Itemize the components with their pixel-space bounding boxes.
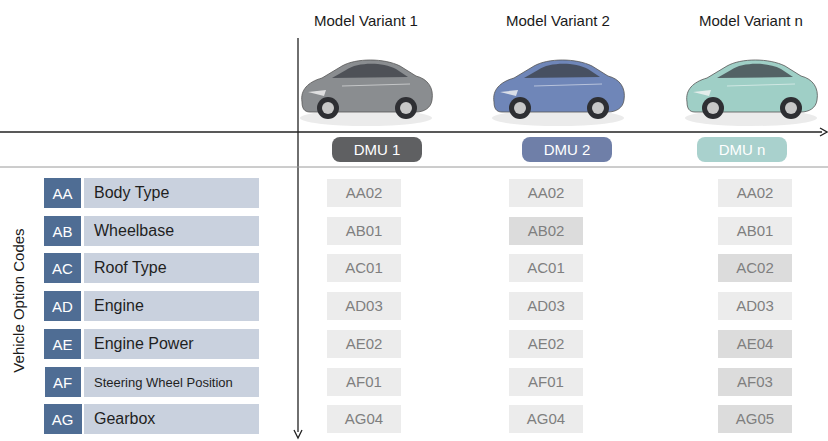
table-cell: AD03 (327, 292, 401, 320)
table-cell: AG04 (327, 405, 401, 433)
table-cell: AA02 (509, 179, 583, 207)
dmu-pill: DMU 2 (522, 137, 612, 162)
option-name-box: Body Type (84, 178, 259, 208)
column-header: Model Variant 1 (314, 12, 418, 29)
table-cell: AG05 (718, 405, 792, 433)
code-badge-text: AA (52, 185, 72, 202)
option-name-box: Engine (84, 291, 259, 321)
code-badge: AC (44, 253, 81, 283)
option-name-box: Roof Type (84, 253, 259, 283)
table-cell: AB01 (327, 217, 401, 245)
code-badge-text: AG (52, 411, 74, 428)
table-cell: AF03 (718, 368, 792, 396)
table-cell: AB02 (509, 217, 583, 245)
table-cell: AE04 (718, 330, 792, 358)
option-name-box-text: Gearbox (94, 410, 155, 428)
table-cell: AF01 (509, 368, 583, 396)
table-cell: AE02 (327, 330, 401, 358)
column-header: Model Variant n (699, 12, 803, 29)
column-header: Model Variant 2 (506, 12, 610, 29)
option-name-box-text: Engine Power (94, 335, 194, 353)
code-badge: AE (44, 329, 81, 359)
table-cell: AA02 (327, 179, 401, 207)
code-badge: AA (44, 178, 81, 208)
option-name-box: Wheelbase (84, 216, 259, 246)
code-badge-text: AC (52, 260, 73, 277)
code-badge-text: AF (53, 374, 72, 391)
code-badge: AD (44, 291, 81, 321)
table-cell: AB01 (718, 217, 792, 245)
table-cell: AC01 (509, 254, 583, 282)
table-cell: AF01 (327, 368, 401, 396)
option-name-box: Gearbox (84, 404, 259, 434)
table-cell: AD03 (509, 292, 583, 320)
axis-label: Vehicle Option Codes (10, 228, 27, 372)
dmu-pill-text: DMU 1 (354, 141, 401, 158)
table-cell: AG04 (509, 405, 583, 433)
option-name-box-text: Wheelbase (94, 222, 174, 240)
option-name-box: Engine Power (84, 329, 259, 359)
option-name-box-text: Body Type (94, 184, 169, 202)
dmu-pill-text: DMU n (719, 141, 766, 158)
option-name-box-text: Roof Type (94, 259, 167, 277)
option-name-box-text: Steering Wheel Position (94, 375, 233, 390)
code-badge-text: AD (52, 298, 73, 315)
dmu-pill-text: DMU 2 (544, 141, 591, 158)
option-name-box: Steering Wheel Position (84, 367, 259, 397)
option-name-box-text: Engine (94, 297, 144, 315)
table-cell: AA02 (718, 179, 792, 207)
table-cell: AD03 (718, 292, 792, 320)
code-badge: AF (45, 367, 81, 397)
code-badge-text: AE (52, 336, 72, 353)
table-cell: AC02 (718, 254, 792, 282)
code-badge: AB (44, 216, 81, 246)
dmu-pill: DMU n (697, 137, 787, 162)
dmu-pill: DMU 1 (332, 137, 422, 162)
code-badge: AG (44, 404, 82, 434)
table-cell: AC01 (327, 254, 401, 282)
code-badge-text: AB (52, 223, 72, 240)
table-cell: AE02 (509, 330, 583, 358)
